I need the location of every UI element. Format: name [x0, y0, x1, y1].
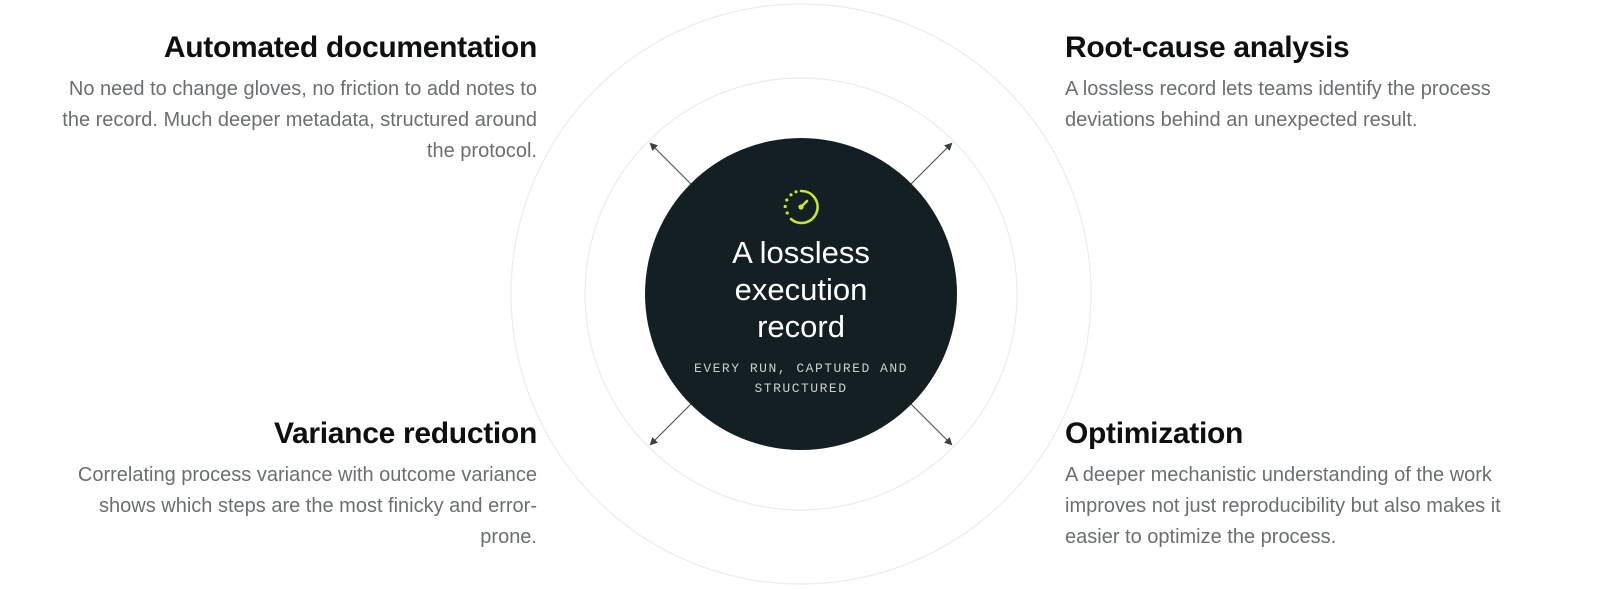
benefit-description: Correlating process variance with outcom…	[77, 464, 537, 548]
arrow-top-right	[910, 142, 953, 185]
outer-ring	[510, 3, 1092, 585]
benefit-description: No need to change gloves, no friction to…	[62, 78, 537, 162]
center-title: A lossless execution record	[732, 235, 870, 344]
center-circle: A lossless execution record EVERY RUN, C…	[645, 138, 957, 450]
benefit-title: Automated documentation	[163, 31, 537, 64]
benefit-description: A lossless record lets teams identify th…	[1065, 78, 1491, 131]
arrow-bottom-left	[649, 403, 692, 446]
benefit-optimization: Optimization A deeper mechanistic unders…	[1065, 416, 1545, 553]
arrow-top-left	[649, 142, 692, 185]
benefit-title: Variance reduction	[273, 417, 537, 450]
center-subtitle: EVERY RUN, CAPTURED AND STRUCTURED	[694, 361, 908, 396]
clock-icon	[783, 189, 819, 225]
benefit-title: Optimization	[1065, 417, 1244, 450]
benefit-root-cause-analysis: Root-cause analysis A lossless record le…	[1065, 30, 1545, 136]
benefit-automated-documentation: Automated documentation No need to chang…	[57, 30, 537, 167]
inner-ring	[584, 77, 1018, 511]
benefit-description: A deeper mechanistic understanding of th…	[1065, 464, 1501, 548]
benefit-title: Root-cause analysis	[1065, 31, 1350, 64]
benefit-variance-reduction: Variance reduction Correlating process v…	[57, 416, 537, 553]
arrow-bottom-right	[910, 403, 953, 446]
